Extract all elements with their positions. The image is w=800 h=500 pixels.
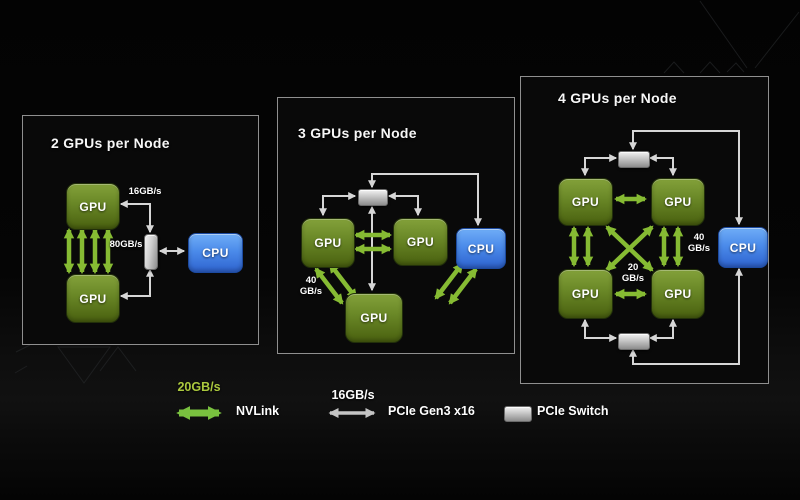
cpu-box: CPU [718, 227, 768, 268]
pcie-switch-box [618, 151, 650, 168]
gpu-label: GPU [79, 291, 107, 306]
pcie-switch-legend-icon [504, 406, 532, 422]
pcie-link-topswitch-gpu1 [581, 154, 618, 177]
nvlink-speed-label: 80GB/s [109, 239, 143, 250]
cpu-label: CPU [467, 241, 495, 256]
gpu-label: GPU [664, 287, 692, 301]
panel-4-gpus-per-node: 4 GPUs per Node [520, 76, 769, 384]
nvlink-arrows [314, 229, 478, 305]
pcie-link-gpu2-switch [119, 268, 154, 300]
panel-title: 2 GPUs per Node [51, 135, 170, 151]
gpu-box: GPU [651, 269, 705, 319]
gpu-label: GPU [406, 235, 435, 249]
cpu-label: CPU [202, 246, 229, 260]
legend-pcie-label: PCIe Gen3 x16 [388, 404, 475, 418]
connector-arrows [63, 200, 186, 300]
pcie-link-switch-gpu1 [319, 192, 357, 217]
gpu-label: GPU [664, 195, 692, 209]
nvlink-legend-arrow-icon [176, 406, 222, 420]
legend-nvlink-speed: 20GB/s [177, 380, 221, 394]
cpu-box: CPU [188, 233, 243, 273]
pcie-link-gpu1-switch [119, 200, 154, 234]
pcie-legend-arrow-icon [328, 408, 376, 418]
pcie-link-topswitch-cpu [629, 130, 743, 226]
gpu-label: GPU [360, 311, 388, 325]
legend-pcie-speed: 16GB/s [331, 388, 375, 402]
nvlink-cross-speed-label: 20 GB/s [621, 262, 645, 284]
gpu-label: GPU [79, 199, 107, 214]
gpu-label: GPU [571, 195, 600, 209]
pcie-link-switch-cpu [368, 173, 482, 227]
legend-nvlink-label: NVLink [236, 404, 280, 418]
pcie-link-bottomswitch-gpu3 [581, 318, 618, 342]
gpu-box: GPU [66, 274, 120, 323]
gpu-box: GPU [558, 178, 613, 226]
pcie-link-bottomswitch-gpu4 [648, 318, 677, 342]
panel-title: 4 GPUs per Node [558, 90, 677, 106]
panel-2-gpus-per-node: 2 GPUs per Node GPU GPU CPU 16GB/s [22, 115, 259, 345]
pcie-link-bottomswitch-cpu [629, 267, 743, 365]
cpu-label: CPU [729, 240, 757, 255]
gpu-box: GPU [651, 178, 705, 226]
gpu-box: GPU [301, 218, 355, 268]
pcie-switch-box [358, 189, 388, 206]
cpu-box: CPU [456, 228, 506, 269]
pcie-link-topswitch-gpu2 [648, 154, 677, 177]
gpu-box: GPU [393, 218, 448, 266]
gpu-label: GPU [571, 287, 600, 301]
panel-3-gpus-per-node: 3 GPUs per Node GPU GPU [277, 97, 515, 354]
connector-arrows [314, 173, 482, 305]
pcie-speed-label: 16GB/s [128, 186, 162, 197]
nvlink-speed-label: 40 GB/s [299, 275, 323, 297]
pcie-link-switch-gpu2 [387, 192, 422, 217]
gpu-label: GPU [314, 236, 342, 250]
nvlink-arrows [568, 193, 684, 300]
legend-pcie-switch-label: PCIe Switch [537, 404, 609, 418]
gpu-box: GPU [66, 183, 120, 230]
nvlink-arrows [63, 227, 114, 275]
panel-title: 3 GPUs per Node [298, 125, 417, 141]
gpu-box: GPU [345, 293, 403, 343]
gpu-box: GPU [558, 269, 613, 319]
pcie-switch-box [618, 333, 650, 350]
connector-arrows [568, 130, 743, 365]
nvlink-speed-label: 40 GB/s [687, 232, 711, 254]
